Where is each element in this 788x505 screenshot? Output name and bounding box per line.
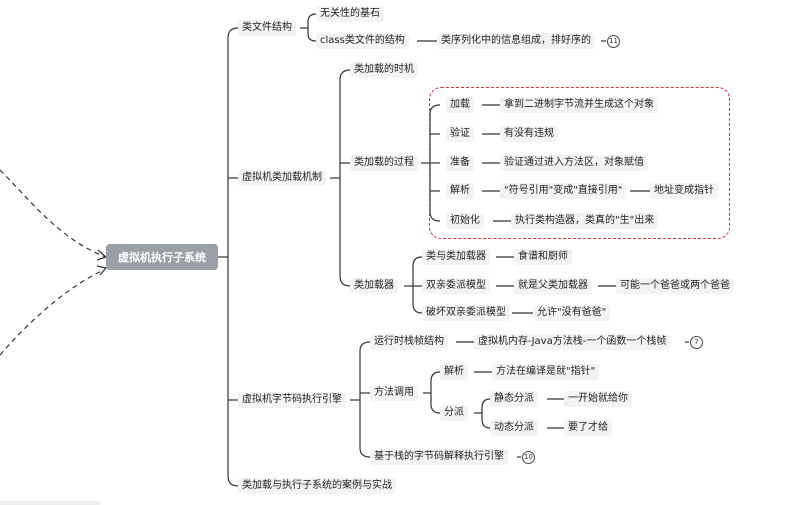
node-parent-model[interactable]: 双亲委派模型 [422, 278, 490, 294]
node-class-struct-desc[interactable]: 类序列化中的信息组成，排好序的 [437, 33, 595, 49]
node-p-resolve-desc2[interactable]: 地址变成指针 [650, 183, 718, 199]
incoming-link-bottom [0, 269, 105, 356]
highlight-box [429, 87, 730, 239]
node-p-resolve-desc[interactable]: "符号引用"变成"直接引用" [500, 183, 627, 199]
node-p-prepare-desc[interactable]: 验证通过进入方法区，对象赋值 [500, 155, 648, 171]
node-static-dispatch[interactable]: 静态分派 [490, 391, 538, 407]
node-irrelevance[interactable]: 无关性的基石 [316, 6, 384, 22]
incoming-link-top [0, 169, 107, 258]
node-p-load[interactable]: 加载 [446, 97, 474, 113]
node-p-verify-desc[interactable]: 有没有违规 [500, 126, 558, 142]
node-class-loader[interactable]: 类加载器 [350, 278, 398, 294]
level1-trunk [227, 27, 239, 487]
node-cases[interactable]: 类加载与执行子系统的案例与实战 [238, 478, 396, 494]
node-method-call[interactable]: 方法调用 [370, 385, 418, 401]
arrowhead-top [96, 249, 108, 261]
badge-count[interactable]: 10 [522, 451, 535, 464]
node-p-prepare[interactable]: 准备 [446, 155, 474, 171]
node-static-dispatch-desc[interactable]: 一开始就给你 [564, 391, 632, 407]
node-dynamic-dispatch[interactable]: 动态分派 [490, 420, 538, 436]
node-break-parent-desc[interactable]: 允许"没有爸爸" [533, 305, 611, 321]
node-load-timing[interactable]: 类加载的时机 [350, 62, 418, 78]
scroll-indicator [0, 501, 100, 505]
node-dynamic-dispatch-desc[interactable]: 要了才给 [564, 420, 612, 436]
node-loading-mech[interactable]: 虚拟机类加载机制 [238, 170, 326, 186]
node-runtime-frame-desc[interactable]: 虚拟机内存-Java方法栈-一个函数一个栈帧 [474, 334, 671, 350]
node-p-load-desc[interactable]: 拿到二进制字节流并生成这个对象 [500, 97, 658, 113]
node-p-init-desc[interactable]: 执行类构造器，类真的"生"出来 [511, 213, 659, 229]
node-load-process[interactable]: 类加载的过程 [350, 155, 418, 171]
node-break-parent[interactable]: 破坏双亲委派模型 [422, 305, 510, 321]
node-m-resolve-desc[interactable]: 方法在编译是就"指针" [492, 364, 600, 380]
node-parent-model-desc[interactable]: 就是父类加载器 [514, 278, 592, 294]
root-node[interactable]: 虚拟机执行子系统 [106, 244, 218, 270]
node-dispatch[interactable]: 分派 [440, 405, 468, 421]
arrowhead-bottom [96, 265, 108, 276]
badge-count[interactable]: 7 [690, 336, 703, 349]
node-class-file[interactable]: 类文件结构 [238, 20, 296, 36]
node-cl-and-loader[interactable]: 类与类加载器 [422, 249, 490, 265]
node-p-init[interactable]: 初始化 [446, 213, 484, 229]
node-stack-interp[interactable]: 基于栈的字节码解释执行引擎 [370, 449, 508, 465]
node-class-struct[interactable]: class类文件的结构 [316, 33, 409, 49]
node-m-resolve[interactable]: 解析 [440, 364, 468, 380]
badge-count[interactable]: 11 [607, 35, 620, 48]
node-p-verify[interactable]: 验证 [446, 126, 474, 142]
node-runtime-frame[interactable]: 运行时栈帧结构 [370, 334, 448, 350]
node-bytecode-engine[interactable]: 虚拟机字节码执行引擎 [238, 392, 346, 408]
node-cl-and-loader-desc[interactable]: 食谱和厨师 [514, 249, 572, 265]
node-p-resolve[interactable]: 解析 [446, 183, 474, 199]
node-parent-model-desc2[interactable]: 可能一个爸爸或两个爸爸 [616, 278, 734, 294]
